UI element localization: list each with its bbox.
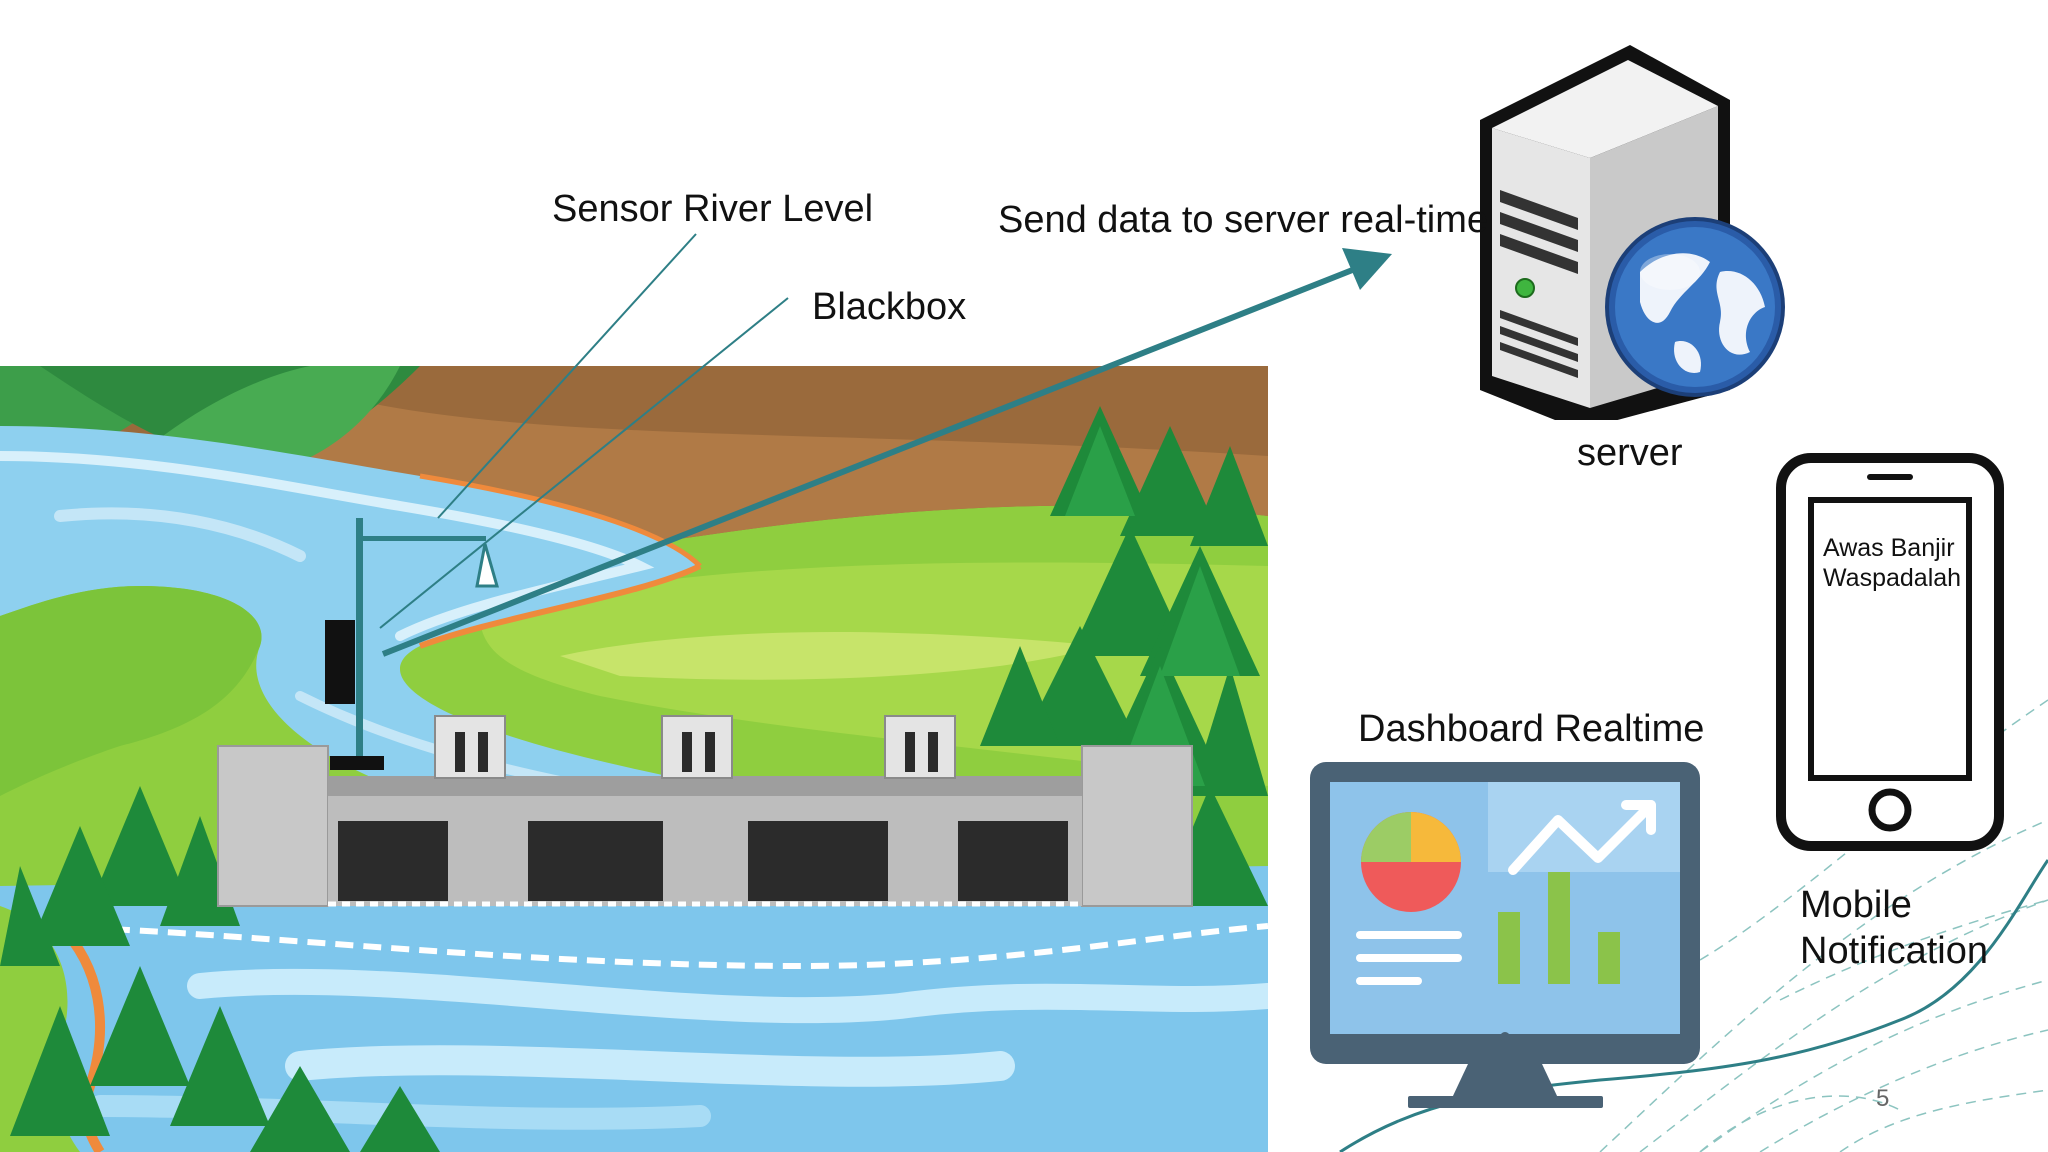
dashboard-realtime-label: Dashboard Realtime — [1358, 708, 1705, 750]
globe-icon — [1605, 217, 1785, 397]
phone-alert-text-line2: Waspadalah — [1823, 564, 1962, 592]
mobile-notification-label-line1: Mobile — [1800, 884, 1912, 926]
phone-alert-text-line1: Awas Banjir — [1823, 534, 1955, 562]
mobile-notification-label-line2: Notification — [1800, 930, 1988, 972]
server-label: server — [1577, 432, 1683, 474]
sensor-leader-line — [437, 233, 697, 519]
send-data-arrowhead — [1342, 248, 1392, 290]
blackbox-leader-line — [379, 297, 789, 629]
page-number: 5 — [1876, 1085, 1890, 1112]
river-dam-illustration — [0, 366, 1268, 1152]
blackbox-label: Blackbox — [812, 286, 967, 328]
smartphone-icon — [1776, 453, 2004, 851]
dashboard-monitor-icon — [1310, 762, 1700, 1108]
send-data-label: Send data to server real-time — [998, 199, 1489, 241]
sensor-river-level-label: Sensor River Level — [552, 188, 874, 230]
send-data-arrow — [381, 264, 1362, 657]
